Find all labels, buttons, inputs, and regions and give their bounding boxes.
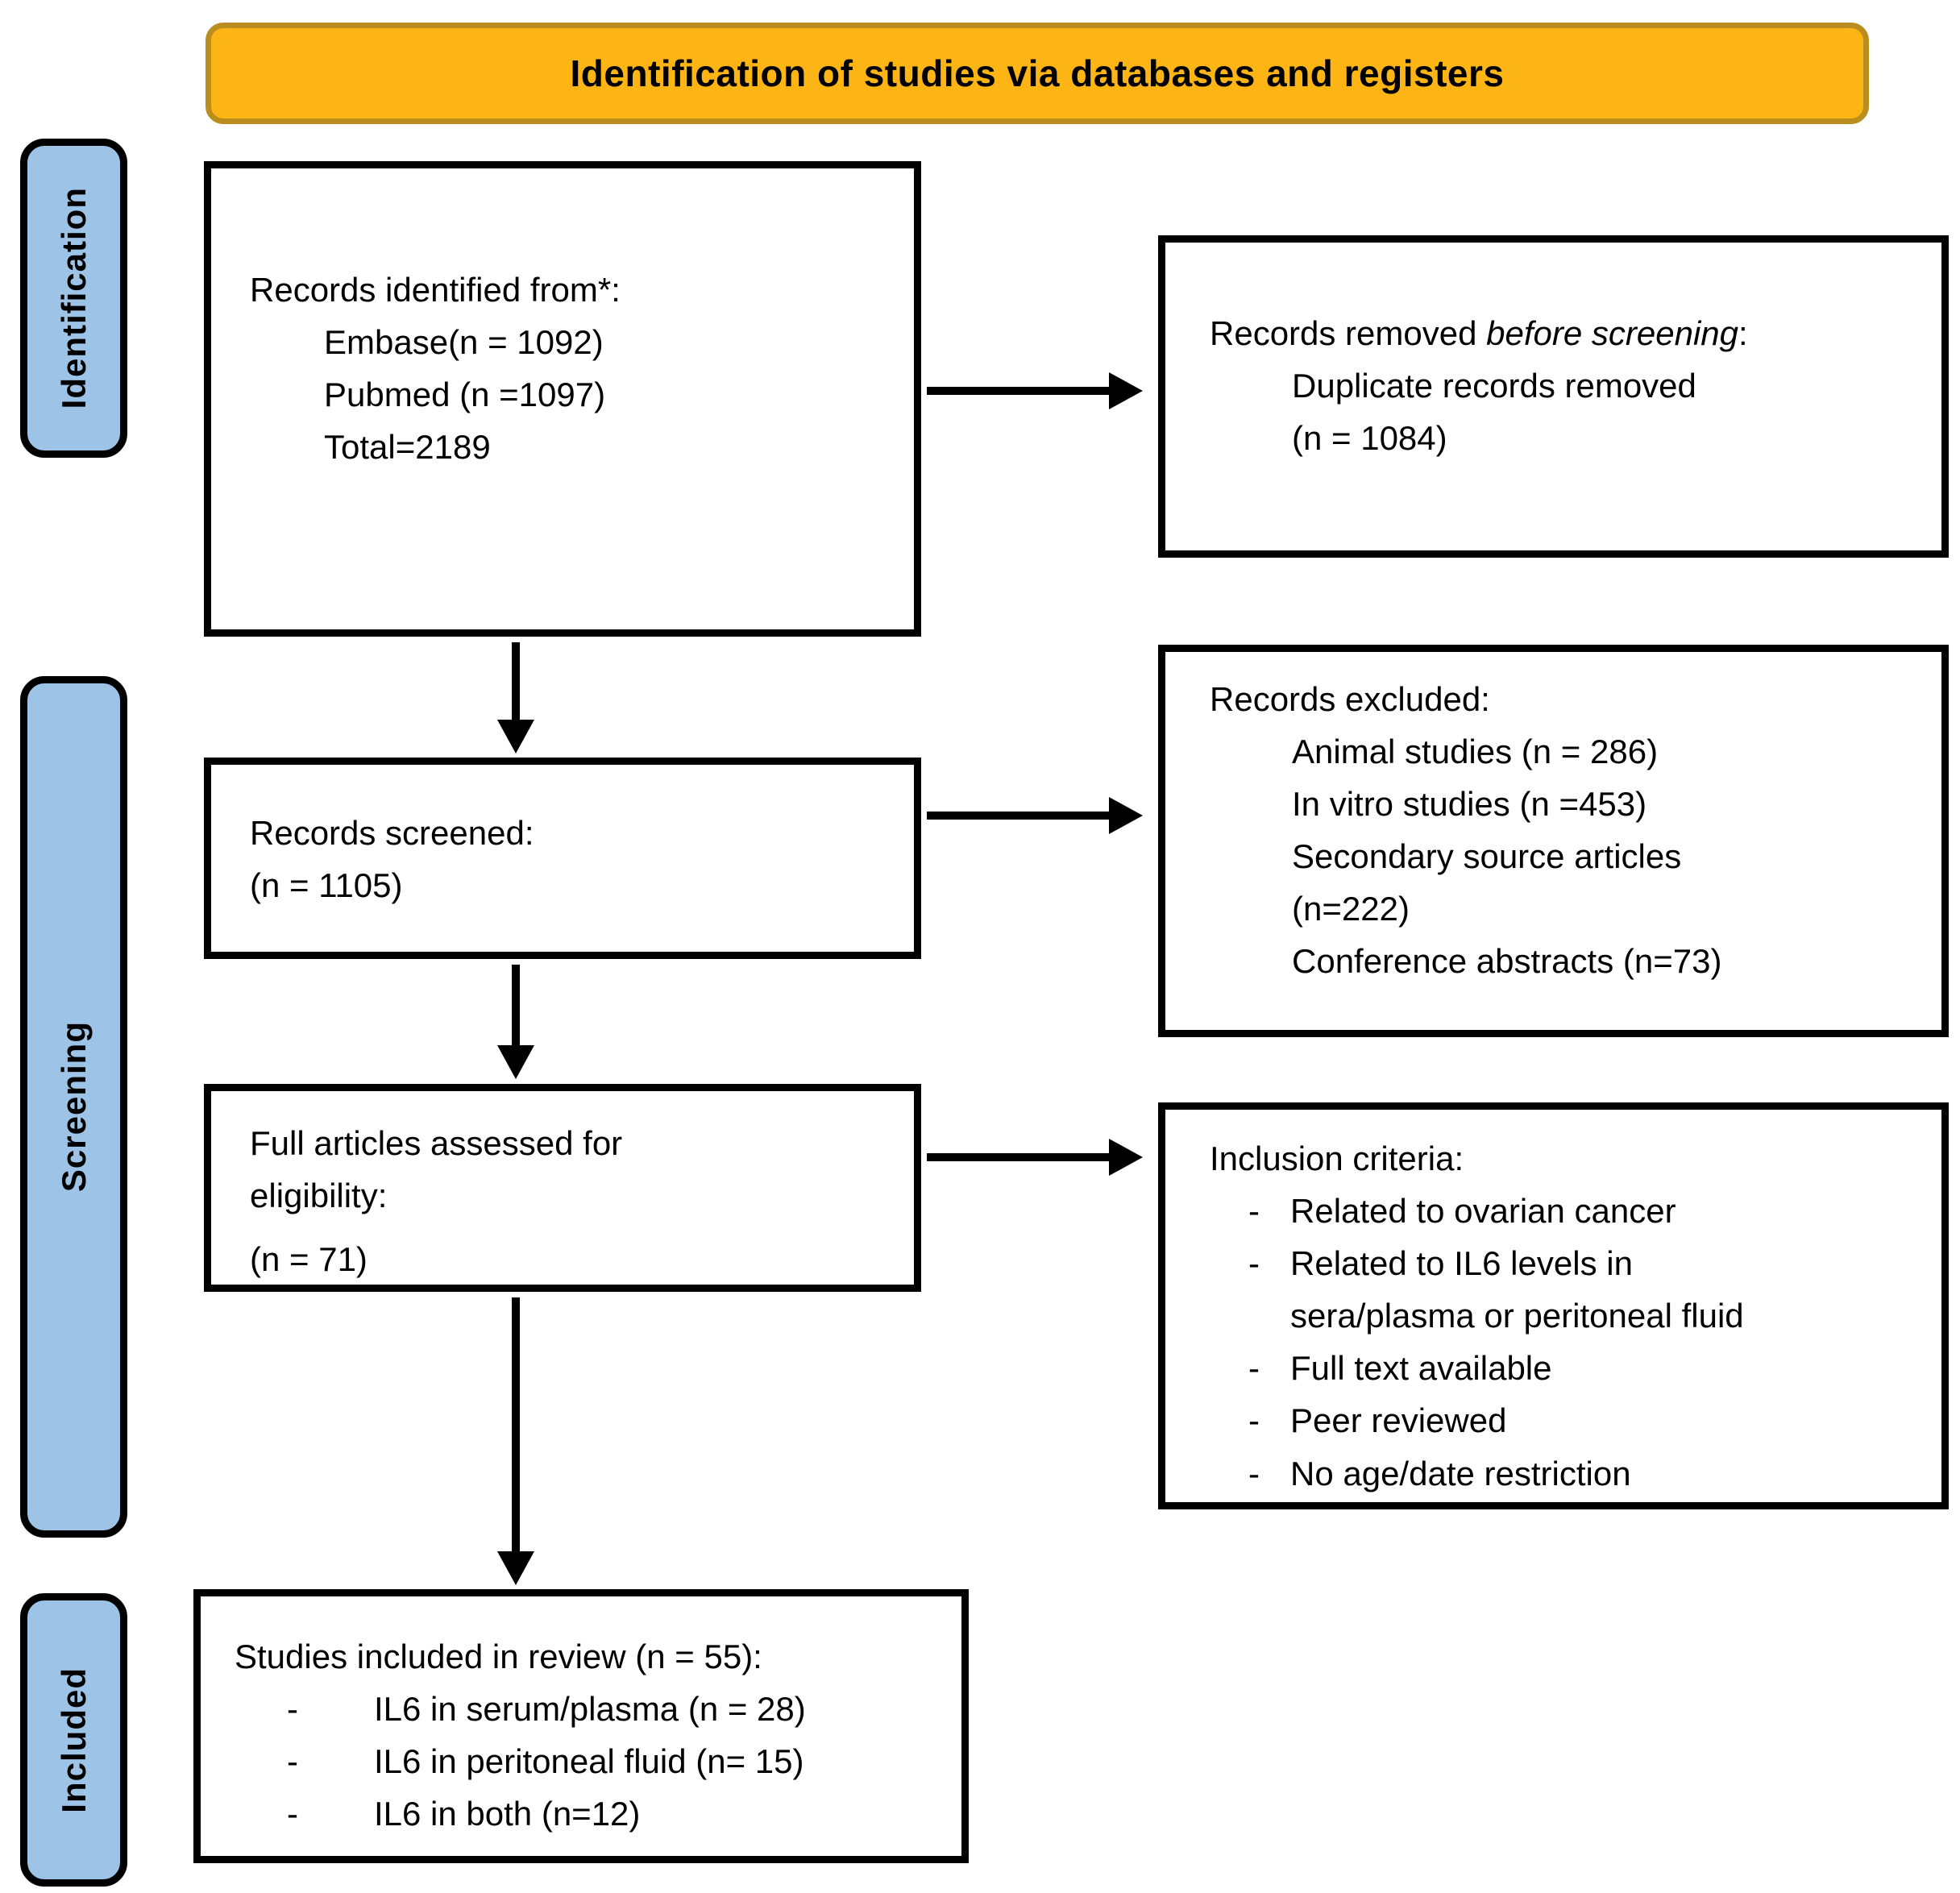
records-removed-title-italic: before screening	[1486, 314, 1739, 352]
inclusion-item-continuation: sera/plasma or peritoneal fluid	[1210, 1289, 1922, 1342]
box-records-screened: Records screened: (n = 1105)	[204, 758, 921, 959]
inclusion-item-text: sera/plasma or peritoneal fluid	[1290, 1297, 1744, 1335]
included-item: - IL6 in serum/plasma (n = 28)	[235, 1683, 945, 1735]
stage-label-screening: Screening	[20, 676, 127, 1538]
included-item-text: IL6 in both (n=12)	[374, 1795, 641, 1833]
box-inclusion-criteria: Inclusion criteria: - Related to ovarian…	[1158, 1102, 1949, 1509]
arrow-shaft	[927, 812, 1109, 820]
records-identified-embase: Embase(n = 1092)	[324, 323, 604, 362]
inclusion-item-text: Related to ovarian cancer	[1290, 1192, 1676, 1231]
records-excluded-secondary-count: (n=222)	[1292, 890, 1410, 928]
eligibility-line-1: Full articles assessed for	[250, 1124, 623, 1162]
inclusion-item: - Peer reviewed	[1210, 1394, 1922, 1447]
arrow-head	[1109, 372, 1143, 409]
down-arrow-screened-to-eligibility	[497, 965, 534, 1079]
records-identified-title: Records identified from*:	[250, 271, 621, 309]
down-arrow-eligibility-to-included	[497, 1297, 534, 1585]
dash-bullet: -	[287, 1795, 298, 1833]
dash-bullet: -	[1248, 1454, 1260, 1492]
records-screened-title: Records screened:	[250, 814, 534, 852]
records-excluded-secondary: Secondary source articles	[1292, 837, 1682, 876]
inclusion-item: - Related to IL6 levels in	[1210, 1237, 1922, 1289]
records-identified-pubmed: Pubmed (n =1097)	[324, 376, 606, 414]
records-removed-title: Records removed before screening:	[1210, 307, 1922, 359]
down-arrow-identified-to-screened	[497, 642, 534, 753]
arrow-head	[497, 720, 534, 753]
arrow-shaft	[512, 1297, 520, 1551]
dash-bullet	[1248, 1289, 1290, 1342]
right-arrow-screened-to-excluded	[927, 797, 1143, 834]
inclusion-item: - No age/date restriction	[1210, 1447, 1922, 1500]
banner-title: Identification of studies via databases …	[570, 52, 1505, 94]
dash-bullet: -	[1248, 1401, 1260, 1440]
right-arrow-eligibility-to-inclusion	[927, 1139, 1143, 1176]
banner: Identification of studies via databases …	[206, 23, 1869, 124]
inclusion-item: - Related to ovarian cancer	[1210, 1185, 1922, 1237]
inclusion-item-text: No age/date restriction	[1290, 1454, 1631, 1492]
inclusion-item: - Full text available	[1210, 1342, 1922, 1394]
right-arrow-identified-to-removed	[927, 372, 1143, 409]
arrow-head	[497, 1045, 534, 1079]
arrow-head	[1109, 1139, 1143, 1176]
dash-bullet: -	[1248, 1349, 1260, 1388]
records-removed-duplicates: Duplicate records removed	[1292, 367, 1696, 405]
eligibility-line-2: eligibility:	[250, 1177, 388, 1215]
records-screened-count: (n = 1105)	[250, 866, 403, 905]
records-identified-total: Total=2189	[324, 428, 491, 467]
box-studies-included: Studies included in review (n = 55): - I…	[193, 1589, 969, 1863]
box-records-removed: Records removed before screening: Duplic…	[1158, 235, 1949, 558]
arrow-shaft	[512, 965, 520, 1045]
stage-label-included: Included	[20, 1593, 127, 1887]
dash-bullet: -	[1248, 1192, 1260, 1231]
arrow-shaft	[512, 642, 520, 720]
dash-bullet: -	[1248, 1244, 1260, 1283]
records-excluded-conference: Conference abstracts (n=73)	[1292, 942, 1722, 981]
arrow-head	[497, 1551, 534, 1585]
inclusion-item-text: Full text available	[1290, 1349, 1552, 1388]
records-removed-count: (n = 1084)	[1292, 419, 1447, 458]
stage-label-identification-text: Identification	[54, 187, 93, 409]
arrow-shaft	[927, 1153, 1109, 1161]
records-excluded-title: Records excluded:	[1210, 680, 1490, 718]
inclusion-item-text: Peer reviewed	[1290, 1401, 1507, 1440]
arrow-head	[1109, 797, 1143, 834]
records-excluded-invitro: In vitro studies (n =453)	[1292, 785, 1647, 824]
eligibility-count: (n = 71)	[250, 1240, 368, 1279]
records-removed-title-prefix: Records removed	[1210, 314, 1487, 352]
dash-bullet: -	[287, 1742, 298, 1781]
stage-label-identification: Identification	[20, 139, 127, 458]
included-item-text: IL6 in peritoneal fluid (n= 15)	[374, 1742, 804, 1781]
studies-included-title: Studies included in review (n = 55):	[235, 1638, 762, 1675]
inclusion-item-text: Related to IL6 levels in	[1290, 1244, 1633, 1283]
stage-label-screening-text: Screening	[54, 1021, 93, 1193]
box-records-identified: Records identified from*: Embase(n = 109…	[204, 161, 921, 637]
inclusion-criteria-title: Inclusion criteria:	[1210, 1140, 1464, 1177]
records-removed-title-suffix: :	[1738, 314, 1748, 352]
dash-bullet: -	[287, 1690, 298, 1729]
included-item: - IL6 in both (n=12)	[235, 1787, 945, 1840]
records-excluded-animal: Animal studies (n = 286)	[1292, 733, 1659, 771]
box-full-articles-assessed: Full articles assessed for eligibility: …	[204, 1084, 921, 1292]
arrow-shaft	[927, 387, 1109, 395]
included-item-text: IL6 in serum/plasma (n = 28)	[374, 1690, 806, 1729]
box-records-excluded: Records excluded: Animal studies (n = 28…	[1158, 645, 1949, 1037]
included-item: - IL6 in peritoneal fluid (n= 15)	[235, 1735, 945, 1787]
stage-label-included-text: Included	[54, 1667, 93, 1813]
